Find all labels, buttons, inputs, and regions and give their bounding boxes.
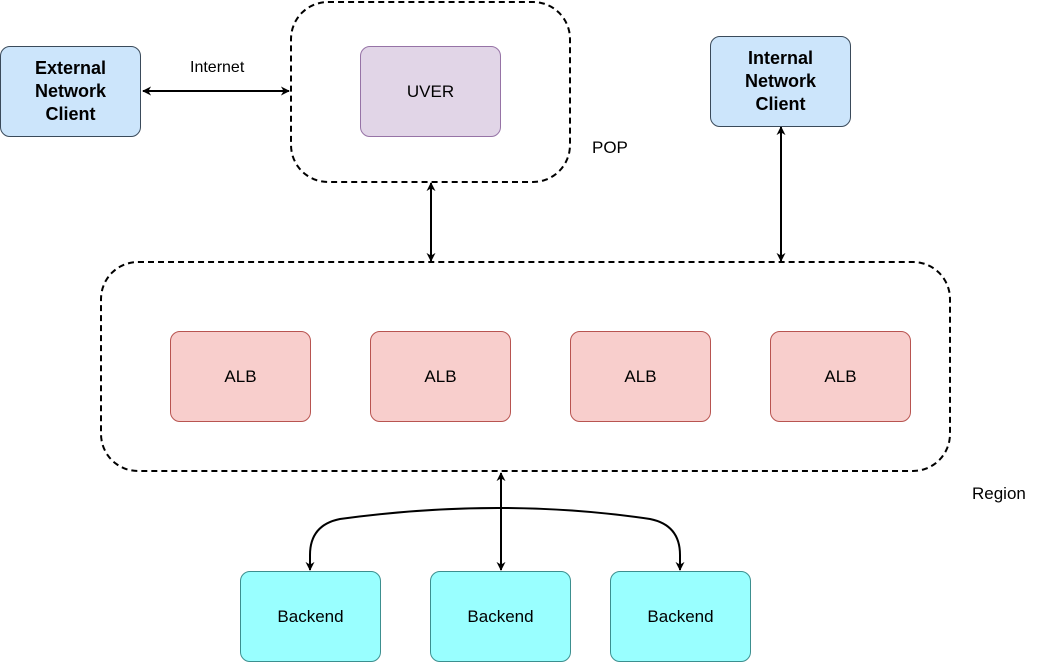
external-network-client-label: External Network Client bbox=[34, 58, 107, 124]
alb-label: ALB bbox=[424, 366, 457, 386]
uver-label: UVER bbox=[406, 81, 455, 101]
alb-label: ALB bbox=[224, 366, 257, 386]
backend-label: Backend bbox=[647, 606, 714, 626]
pop-label: POP bbox=[592, 138, 628, 157]
alb-node-1[interactable]: ALB bbox=[170, 331, 311, 422]
alb-label: ALB bbox=[824, 366, 857, 386]
region-label: Region bbox=[972, 484, 1026, 503]
region-group bbox=[100, 261, 951, 472]
alb-label: ALB bbox=[624, 366, 657, 386]
external-network-client-node[interactable]: External Network Client bbox=[0, 46, 141, 137]
pop-group bbox=[290, 1, 571, 183]
internal-network-client-node[interactable]: Internal Network Client bbox=[710, 36, 851, 127]
alb-node-3[interactable]: ALB bbox=[570, 331, 711, 422]
internal-network-client-label: Internal Network Client bbox=[744, 48, 816, 114]
backend-node-3[interactable]: Backend bbox=[610, 571, 751, 662]
backend-label: Backend bbox=[467, 606, 534, 626]
backend-node-1[interactable]: Backend bbox=[240, 571, 381, 662]
internet-label: Internet bbox=[190, 59, 245, 76]
backend-label: Backend bbox=[277, 606, 344, 626]
alb-node-4[interactable]: ALB bbox=[770, 331, 911, 422]
backend-fanout-connector bbox=[305, 507, 685, 571]
uver-node[interactable]: UVER bbox=[360, 46, 501, 137]
alb-node-2[interactable]: ALB bbox=[370, 331, 511, 422]
backend-node-2[interactable]: Backend bbox=[430, 571, 571, 662]
